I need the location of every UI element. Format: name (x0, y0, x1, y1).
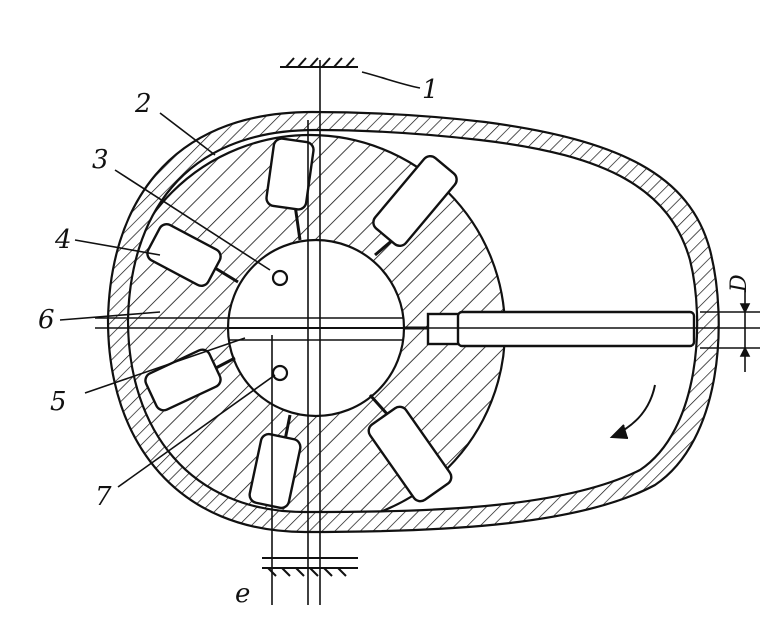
label-5: 5 (50, 387, 67, 417)
label-3: 3 (92, 145, 109, 175)
label-7: 7 (95, 482, 112, 512)
piston-bottom (248, 414, 302, 510)
ground-top (280, 57, 358, 68)
piston-right-extended (404, 310, 696, 348)
centre-lines (95, 60, 760, 605)
piston-upper-right (372, 154, 458, 257)
port-lower (271, 364, 289, 382)
leader-lines (59, 71, 421, 488)
port-upper (271, 269, 289, 287)
ground-bottom (262, 557, 358, 577)
label-4: 4 (54, 225, 72, 255)
piston-top (265, 137, 315, 241)
label-1: 1 (422, 75, 439, 105)
label-d: D (727, 274, 752, 293)
piston-lower-right (367, 393, 453, 503)
rotation-arrow (609, 384, 656, 439)
piston-upper-left (146, 222, 239, 288)
label-2: 2 (134, 89, 152, 119)
label-6: 6 (38, 305, 55, 335)
label-e: e (235, 579, 250, 609)
dimension-d (700, 290, 760, 372)
